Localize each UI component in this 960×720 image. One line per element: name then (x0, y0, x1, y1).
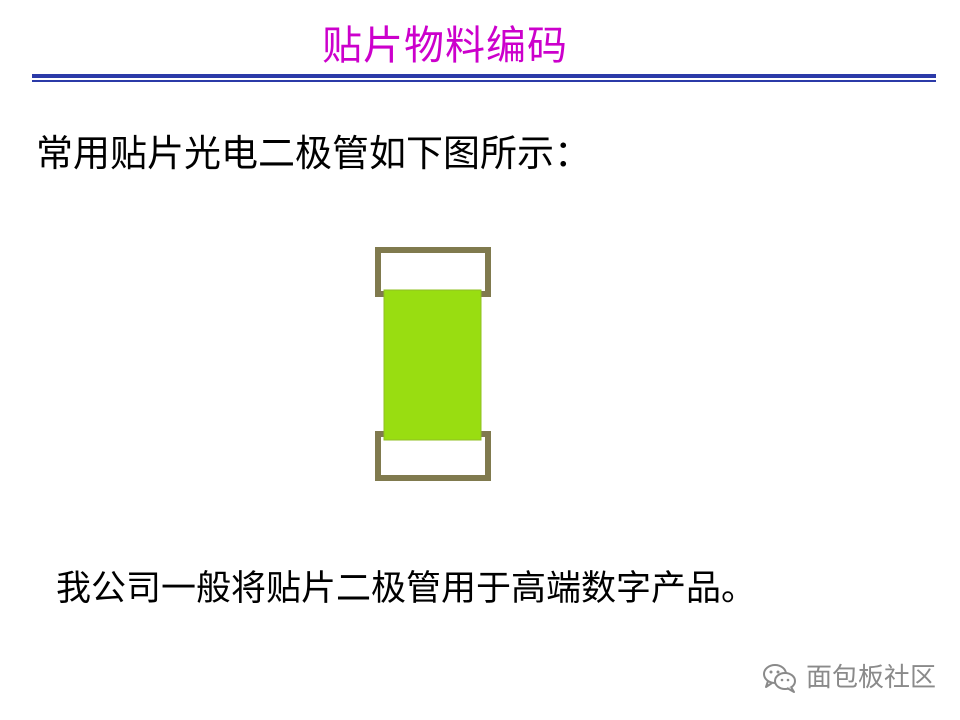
led-bottom-terminal (375, 431, 491, 481)
led-body (383, 289, 482, 441)
smd-led-component (375, 247, 491, 481)
led-top-terminal (375, 247, 491, 297)
title-rule-thin (32, 80, 936, 82)
intro-text: 常用贴片光电二极管如下图所示： (36, 132, 591, 175)
watermark-label: 面包板社区 (806, 663, 937, 693)
watermark: 面包板社区 (762, 660, 936, 696)
page-title: 贴片物料编码 (322, 23, 568, 69)
usage-text: 我公司一般将贴片二极管用于高端数字产品。 (56, 569, 757, 609)
wechat-icon (763, 664, 796, 693)
title-rule-thick (32, 74, 936, 78)
